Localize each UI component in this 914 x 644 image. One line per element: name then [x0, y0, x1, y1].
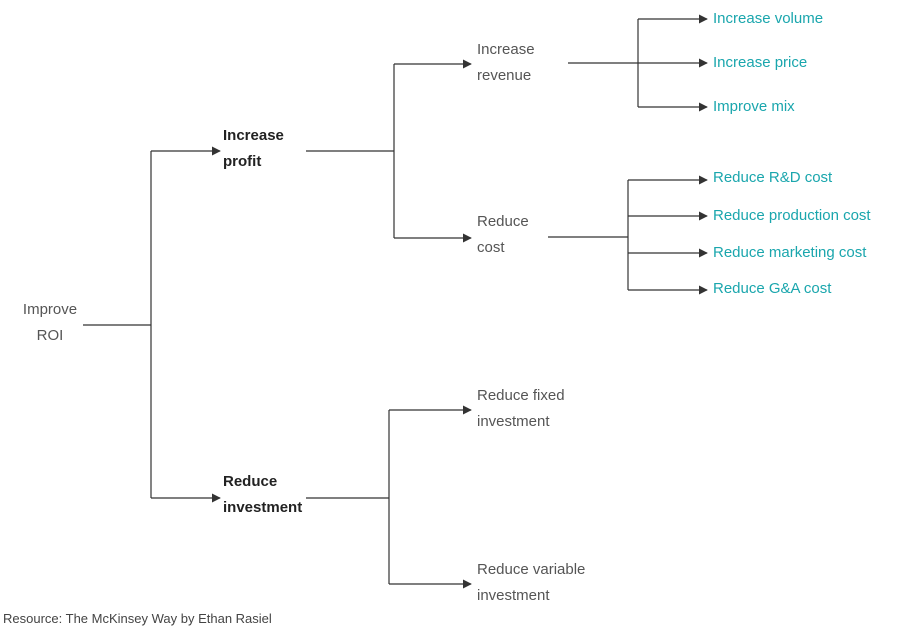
- node-improve-roi: Improve ROI: [18, 297, 82, 349]
- node-increase-revenue-line1: Increase: [477, 41, 535, 58]
- node-reduce-fixed-investment: Reduce fixed investment: [477, 383, 565, 435]
- node-reduce-cost-line2: cost: [477, 239, 505, 256]
- leaf-reduce-marketing-cost: Reduce marketing cost: [713, 244, 867, 261]
- source-note: Resource: The McKinsey Way by Ethan Rasi…: [3, 611, 272, 626]
- node-increase-profit-line2: profit: [223, 153, 262, 170]
- node-reduce-investment-line1: Reduce: [223, 473, 278, 490]
- node-reduce-cost: Reduce cost: [477, 209, 529, 261]
- node-improve-roi-line2: ROI: [36, 327, 64, 344]
- leaf-reduce-ga-cost: Reduce G&A cost: [713, 280, 832, 297]
- node-reduce-investment: Reduce investment: [223, 469, 302, 521]
- leaf-increase-volume: Increase volume: [713, 10, 824, 27]
- leaf-reduce-production-cost: Reduce production cost: [713, 207, 871, 224]
- node-improve-roi-line1: Improve: [22, 301, 78, 318]
- node-reduce-variable-investment-line2: investment: [477, 587, 550, 604]
- node-reduce-investment-line2: investment: [223, 499, 303, 516]
- node-reduce-fixed-investment-line2: investment: [477, 413, 550, 430]
- leaf-reduce-rd-cost: Reduce R&D cost: [713, 169, 833, 186]
- node-increase-profit-line1: Increase: [223, 127, 284, 144]
- node-reduce-variable-investment-line1: Reduce variable: [477, 561, 586, 578]
- node-increase-revenue: Increase revenue: [477, 37, 535, 89]
- leaf-increase-price: Increase price: [713, 54, 808, 71]
- leaf-improve-mix: Improve mix: [713, 98, 795, 115]
- node-increase-profit: Increase profit: [223, 123, 284, 175]
- node-increase-revenue-line2: revenue: [477, 67, 532, 84]
- node-reduce-cost-line1: Reduce: [477, 213, 529, 230]
- node-reduce-variable-investment: Reduce variable investment: [477, 557, 585, 609]
- node-reduce-fixed-investment-line1: Reduce fixed: [477, 387, 565, 404]
